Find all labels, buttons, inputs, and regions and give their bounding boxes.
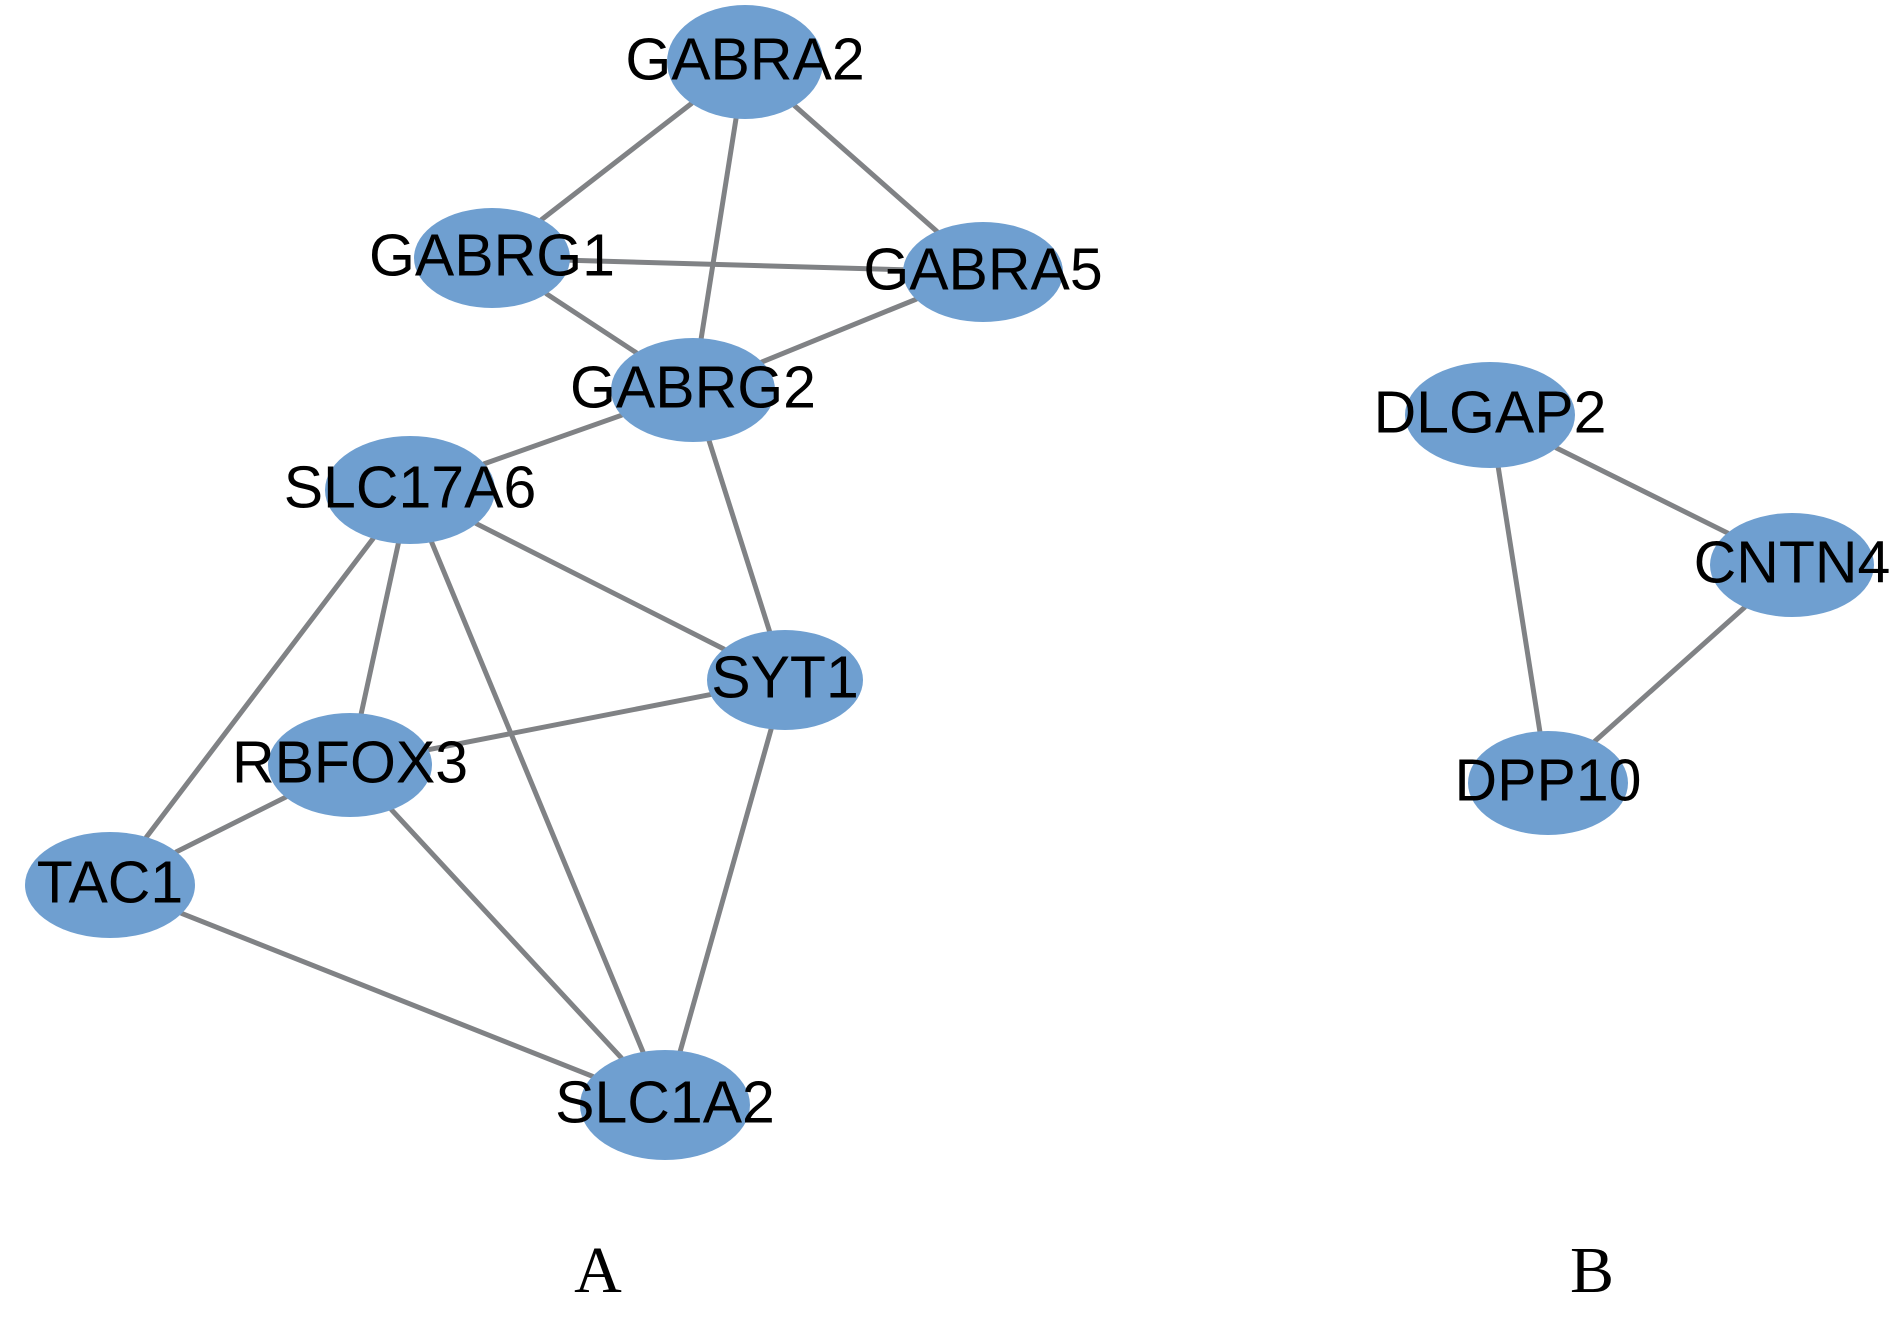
edge-rbfox3-slc1a2	[389, 807, 624, 1061]
edge-dlgap2-dpp10	[1495, 465, 1543, 734]
node-shape-syt1[interactable]	[707, 630, 863, 730]
node-gabra5[interactable]: GABRA5	[863, 222, 1103, 322]
edge-slc17a6-syt1	[473, 521, 727, 652]
node-label-gabrg1: GABRG1	[369, 223, 615, 289]
node-shape-dpp10[interactable]	[1468, 731, 1628, 835]
edge-slc17a6-slc1a2	[429, 539, 646, 1055]
node-gabrg1[interactable]: GABRG1	[369, 208, 615, 308]
node-tac1[interactable]: TAC1	[25, 832, 195, 938]
node-shape-slc17a6[interactable]	[325, 436, 495, 544]
edge-gabrg1-gabrg2	[543, 291, 639, 356]
node-gabrg2[interactable]: GABRG2	[570, 338, 816, 442]
node-shape-slc1a2[interactable]	[580, 1050, 750, 1160]
node-shape-gabrg1[interactable]	[414, 208, 570, 308]
node-shape-rbfox3[interactable]	[268, 713, 432, 817]
edge-gabra2-gabrg1	[539, 100, 694, 222]
node-label-slc17a6: SLC17A6	[284, 455, 537, 521]
node-syt1[interactable]: SYT1	[707, 630, 863, 730]
node-gabra2[interactable]: GABRA2	[625, 5, 865, 119]
edges-layer	[143, 100, 1748, 1079]
edge-syt1-rbfox3	[425, 692, 713, 753]
panel-label-a: A	[574, 1234, 622, 1307]
node-label-slc1a2: SLC1A2	[555, 1070, 775, 1136]
node-label-rbfox3: RBFOX3	[232, 730, 468, 796]
node-label-dpp10: DPP10	[1455, 748, 1642, 814]
node-shape-dlgap2[interactable]	[1405, 362, 1575, 468]
edge-gabrg1-gabra5	[567, 257, 906, 273]
node-slc17a6[interactable]: SLC17A6	[284, 436, 537, 544]
node-label-tac1: TAC1	[37, 850, 183, 916]
node-shape-tac1[interactable]	[25, 832, 195, 938]
node-label-gabrg2: GABRG2	[570, 355, 816, 421]
node-cntn4[interactable]: CNTN4	[1694, 513, 1890, 617]
node-shape-gabrg2[interactable]	[611, 338, 775, 442]
node-shape-cntn4[interactable]	[1710, 513, 1874, 617]
edge-gabrg2-slc17a6	[481, 412, 624, 467]
node-label-dlgap2: DLGAP2	[1374, 380, 1607, 446]
edge-gabra5-gabrg2	[759, 296, 919, 365]
edge-dlgap2-cntn4	[1553, 445, 1730, 536]
node-slc1a2[interactable]: SLC1A2	[555, 1050, 775, 1160]
node-rbfox3[interactable]: RBFOX3	[232, 713, 468, 817]
node-label-cntn4: CNTN4	[1694, 530, 1890, 596]
panel-label-b: B	[1570, 1234, 1614, 1307]
node-label-syt1: SYT1	[711, 645, 859, 711]
edge-slc17a6-tac1	[143, 536, 376, 840]
edge-syt1-slc1a2	[677, 726, 774, 1054]
node-dlgap2[interactable]: DLGAP2	[1374, 362, 1607, 468]
edge-gabra2-gabrg2	[698, 116, 739, 341]
node-shape-gabra5[interactable]	[903, 222, 1063, 322]
edge-gabrg2-syt1	[706, 438, 772, 634]
edge-cntn4-dpp10	[1592, 604, 1748, 744]
edge-gabra2-gabra5	[792, 103, 940, 234]
edge-tac1-slc1a2	[179, 910, 596, 1079]
node-label-gabra2: GABRA2	[625, 27, 864, 93]
node-shape-gabra2[interactable]	[667, 5, 823, 119]
edge-rbfox3-tac1	[173, 794, 289, 855]
node-dpp10[interactable]: DPP10	[1455, 731, 1642, 835]
node-label-gabra5: GABRA5	[863, 237, 1102, 303]
edge-slc17a6-rbfox3	[358, 540, 401, 716]
